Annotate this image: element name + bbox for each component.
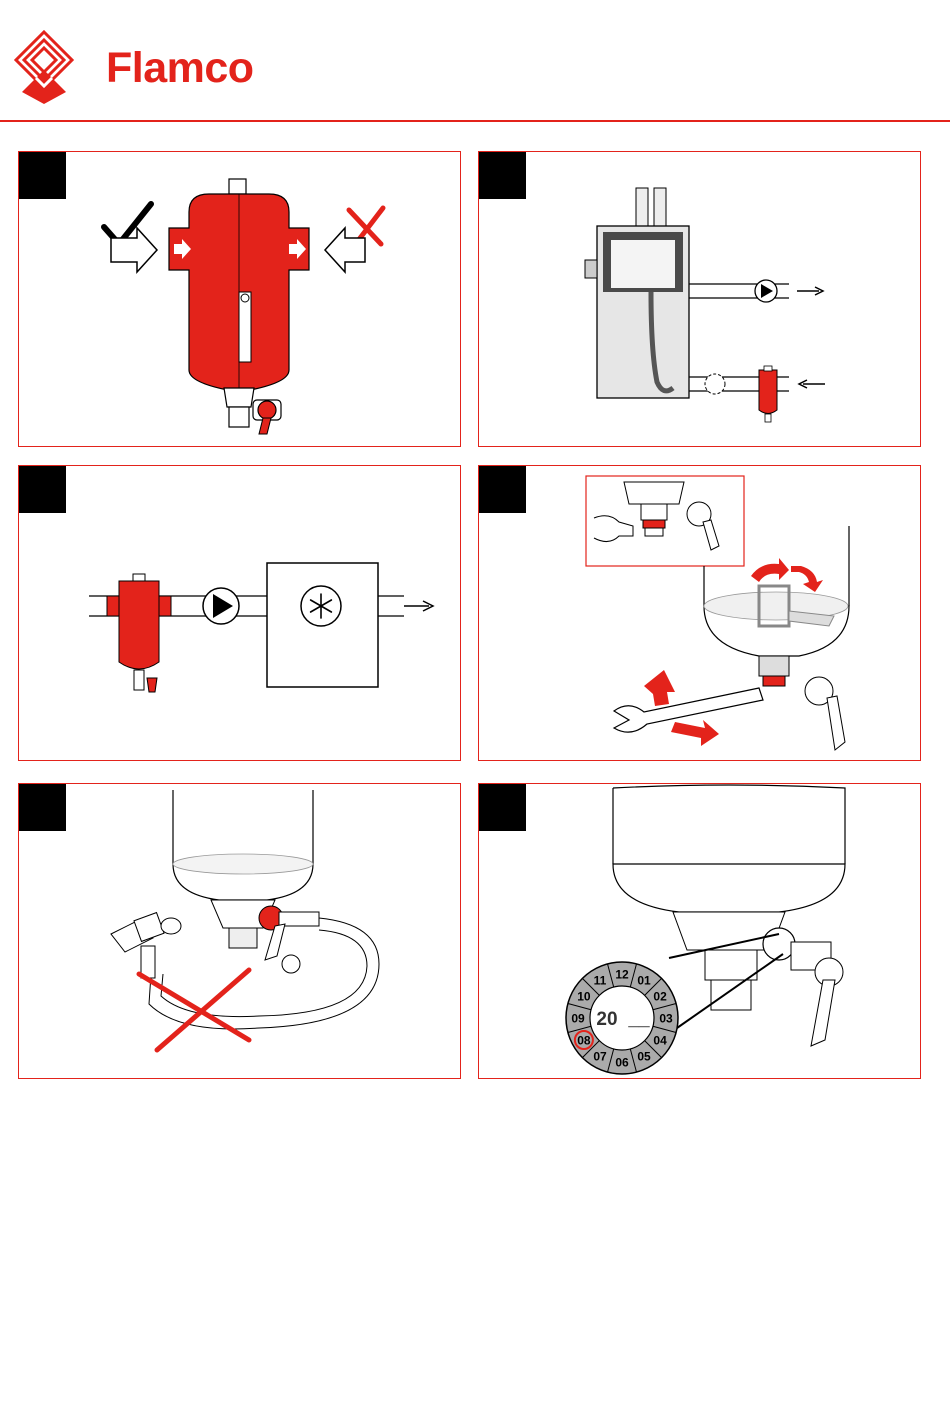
month-label: 05 — [637, 1050, 651, 1064]
arrow-down-icon — [671, 720, 719, 746]
arrow-left-icon — [799, 380, 825, 388]
month-label: 06 — [615, 1056, 629, 1070]
step-panel-3 — [18, 465, 461, 761]
chiller-installation-illustration — [19, 466, 461, 761]
month-label: 03 — [659, 1012, 673, 1026]
year-blank-text: __ — [627, 1009, 650, 1030]
month-label: 10 — [577, 990, 591, 1004]
month-label: 04 — [653, 1034, 667, 1048]
month-label: 09 — [571, 1012, 585, 1026]
cap-removal-illustration — [479, 466, 921, 761]
step-panel-1 — [18, 151, 461, 447]
month-label: 01 — [637, 973, 651, 987]
brand-name: Flamco — [106, 44, 254, 92]
arrow-left-icon — [325, 228, 365, 272]
month-label: 12 — [615, 968, 629, 982]
step-panel-4 — [478, 465, 921, 761]
step-panel-2 — [478, 151, 921, 447]
arrow-right-icon — [111, 228, 157, 272]
pump-icon — [755, 280, 777, 302]
separator-orientation-illustration — [19, 152, 461, 447]
year-prefix-text: 20 — [596, 1009, 617, 1030]
arrow-right-icon — [797, 287, 823, 295]
drain-hose-illustration — [19, 784, 461, 1079]
pump-icon — [203, 588, 239, 624]
flamco-logo-icon — [14, 30, 74, 106]
hose-icon — [149, 918, 379, 1029]
boiler-installation-illustration — [479, 152, 921, 447]
step-panel-5 — [18, 783, 461, 1079]
month-label: 08 — [577, 1034, 591, 1048]
tap-icon — [111, 913, 181, 978]
month-label: 02 — [653, 990, 667, 1004]
month-label: 07 — [593, 1050, 607, 1064]
page-header: Flamco — [0, 0, 950, 122]
header-divider — [0, 120, 950, 122]
month-label: 11 — [594, 973, 607, 987]
arrow-up-icon — [644, 670, 675, 706]
arrow-right-icon — [404, 601, 433, 611]
